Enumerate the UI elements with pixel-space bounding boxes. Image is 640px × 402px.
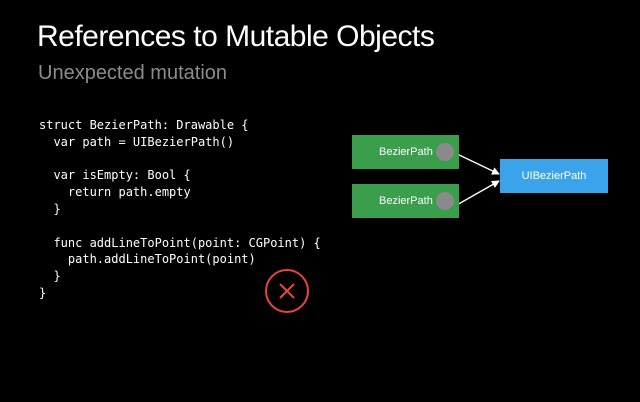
uibezierpath-node: UIBezierPath [500,159,608,193]
reference-dot [436,143,454,161]
code-line: } [39,201,61,216]
bezierpath-node-label: BezierPath [379,195,433,207]
code-line: var isEmpty: Bool { [39,168,191,183]
code-line: path.addLineToPoint(point) [39,252,256,267]
code-block: struct BezierPath: Drawable { var path =… [39,117,321,302]
reference-arrow-top [454,152,500,175]
reference-dot [436,192,454,210]
code-line: } [39,269,61,284]
code-line: func addLineToPoint(point: CGPoint) { [39,235,321,250]
slide-title: References to Mutable Objects [37,20,435,53]
close-circle-icon [265,269,309,313]
reference-arrow-bottom [454,180,500,207]
slide-subtitle: Unexpected mutation [38,62,228,84]
code-line: struct BezierPath: Drawable { [39,118,249,132]
code-line: return path.empty [39,185,191,200]
uibezierpath-node-label: UIBezierPath [521,170,587,182]
code-line: } [39,285,47,300]
code-line: var path = UIBezierPath() [39,134,235,149]
bezierpath-node-label: BezierPath [379,146,433,158]
bezierpath-node-2: BezierPath [352,184,459,218]
code-line [39,218,321,235]
bezierpath-node-1: BezierPath [352,135,459,169]
code-line [39,151,321,168]
